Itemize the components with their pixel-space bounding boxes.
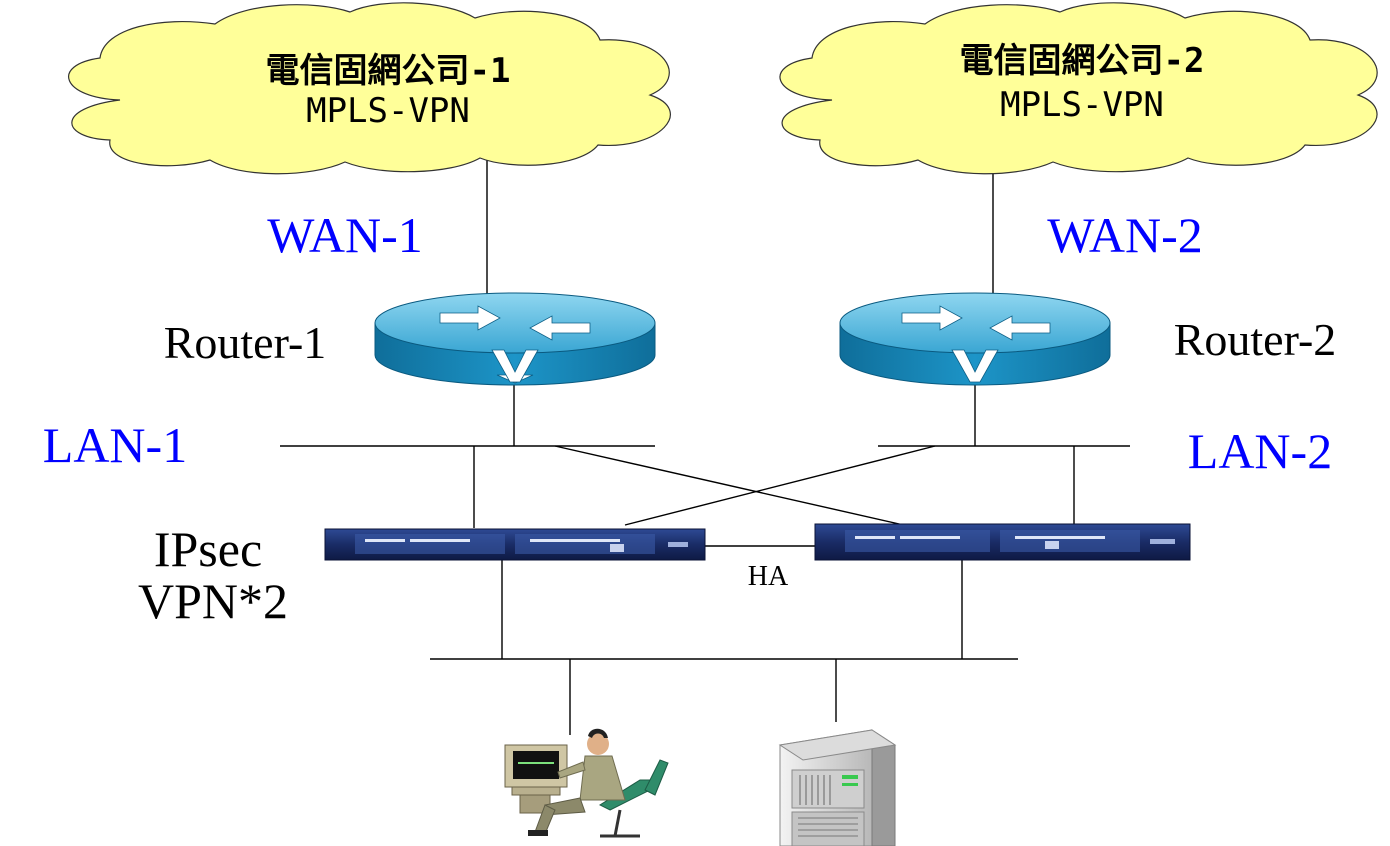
server-tower-icon <box>778 729 897 846</box>
router-2-icon <box>839 292 1111 386</box>
lan-2-to-vpn-1-cross <box>624 445 936 526</box>
vpn-appliance-2-icon <box>814 523 1191 561</box>
ha-label: HA <box>748 561 789 592</box>
cloud-title: 電信固網公司-2 <box>960 41 1205 81</box>
cloud-carrier-1: 電信固網公司-1 MPLS-VPN <box>68 2 671 175</box>
vpn-appliance-1-icon <box>324 528 706 561</box>
lan-2-label: LAN-2 <box>1188 423 1332 479</box>
wan-2-label: WAN-2 <box>1047 207 1203 263</box>
cloud-subtitle: MPLS-VPN <box>306 91 470 131</box>
cloud-carrier-2: 電信固網公司-2 MPLS-VPN <box>779 2 1378 175</box>
lan-1-to-vpn-2-cross <box>554 445 909 527</box>
connection-lines <box>280 160 1130 735</box>
cloud-shape <box>779 2 1378 175</box>
wan-1-label: WAN-1 <box>267 207 423 263</box>
cloud-title: 電信固網公司-1 <box>266 51 511 91</box>
user-workstation-icon <box>504 728 669 838</box>
router-2-label: Router-2 <box>1174 314 1337 365</box>
router-1-icon <box>374 292 656 386</box>
cloud-subtitle: MPLS-VPN <box>1000 85 1164 125</box>
vpn-label-line2: VPN*2 <box>138 573 288 629</box>
vpn-label-line1: IPsec <box>154 521 262 577</box>
cloud-shape <box>68 2 671 175</box>
router-1-label: Router-1 <box>164 317 327 368</box>
lan-1-label: LAN-1 <box>43 417 187 473</box>
